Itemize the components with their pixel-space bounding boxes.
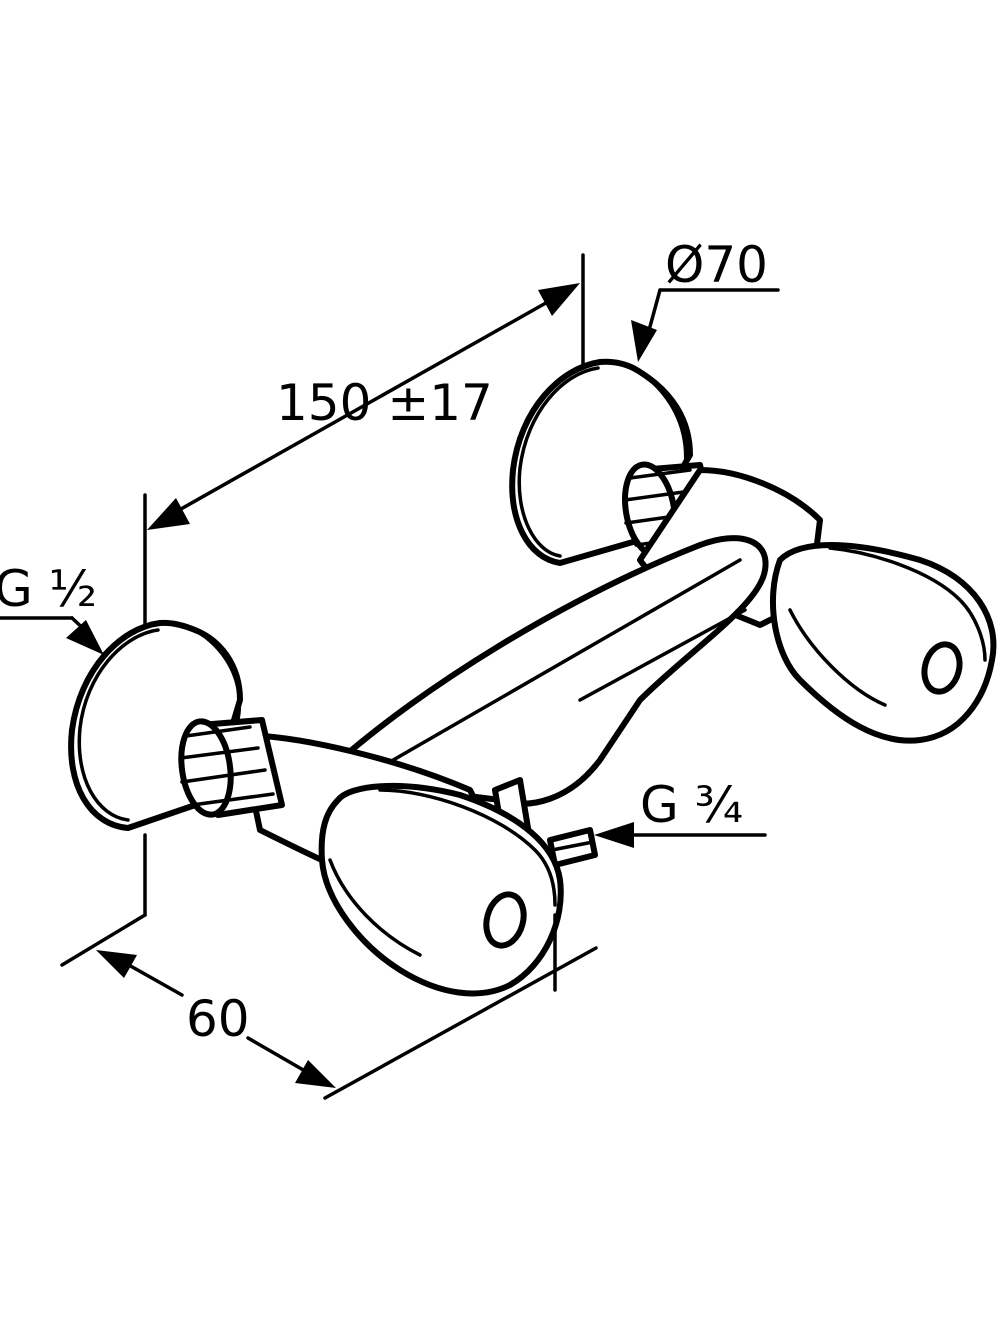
- dimension-inlet-thread: G ½: [0, 560, 104, 655]
- dimension-spacing: 150 ±17: [143, 253, 585, 627]
- arrowhead-spacing-left: [147, 498, 190, 530]
- arrowhead-outlet: [594, 822, 634, 848]
- inlet-thread-label: G ½: [0, 560, 97, 618]
- arrowhead-projection-left: [96, 950, 137, 978]
- left-valve-handle: [318, 782, 564, 997]
- diameter-label: Ø70: [665, 236, 768, 294]
- dimension-rosette-diameter: Ø70: [631, 236, 780, 362]
- left-hex-nut: [178, 717, 285, 818]
- projection-label: 60: [186, 990, 250, 1048]
- arrowhead-diameter: [631, 320, 657, 362]
- outlet-thread-label: G ¾: [640, 776, 743, 834]
- dimension-projection: 60: [60, 833, 598, 1100]
- arrowhead-inlet: [66, 620, 104, 655]
- arrowhead-spacing-right: [538, 283, 580, 316]
- spacing-label: 150 ±17: [276, 374, 493, 432]
- arrowhead-projection-right: [295, 1060, 336, 1088]
- dimension-outlet-thread: G ¾: [594, 776, 767, 848]
- right-valve-handle: [769, 542, 997, 744]
